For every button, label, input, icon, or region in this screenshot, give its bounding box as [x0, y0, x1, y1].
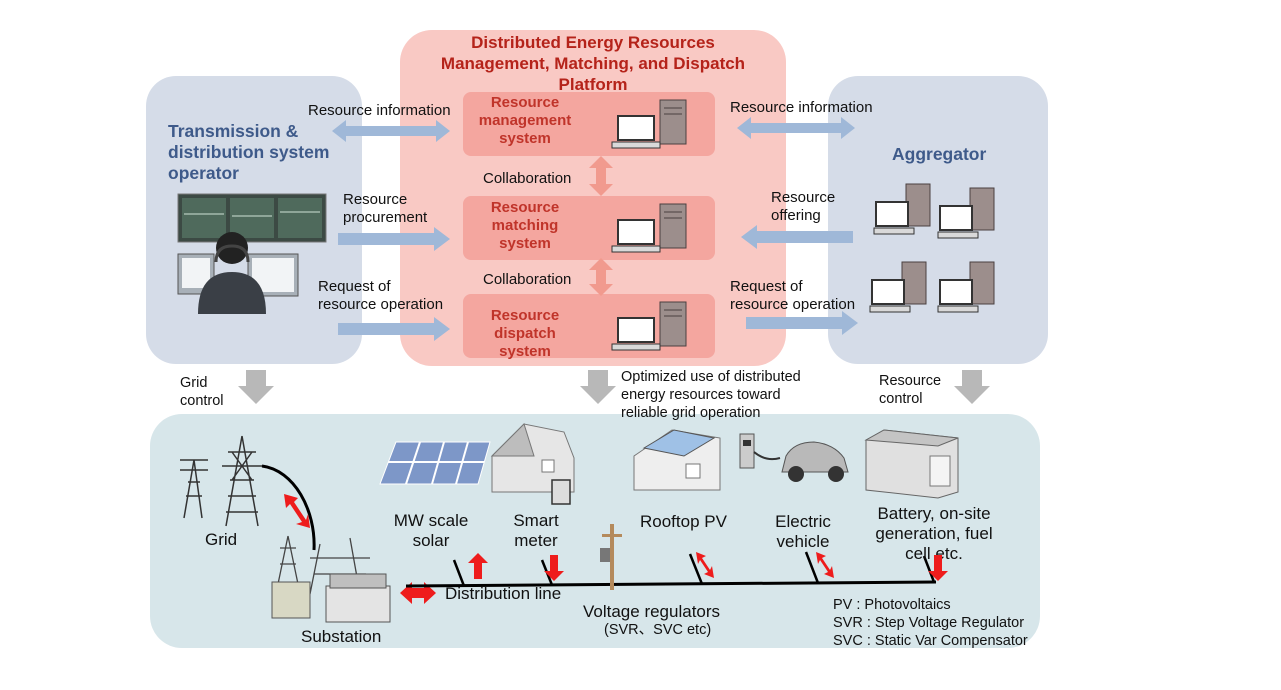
computer-icon [611, 203, 687, 253]
legend-svr: SVR : Step Voltage Regulator [833, 615, 1025, 631]
collaboration-label-1: Collaboration [483, 170, 572, 187]
left-request-operation-arrow [338, 317, 450, 341]
transmission-tower-icon [180, 435, 316, 551]
operator-illustration [177, 193, 327, 314]
rooftop-pv-red-arrow [696, 552, 714, 578]
solar-red-arrow [468, 553, 488, 579]
legend-pv: PV : Photovoltaics [833, 597, 951, 613]
substation-icon [271, 535, 391, 623]
center-note: Optimized use of distributed energy reso… [621, 369, 801, 421]
computer-icon [611, 99, 687, 149]
matching-system-box: Resource matching system [463, 196, 715, 260]
battery-red-arrow [928, 555, 948, 581]
left-resource-information-arrow [332, 120, 450, 142]
aggregator-panel [828, 76, 1048, 364]
right-resource-information-arrow [737, 117, 855, 139]
management-system-title: Resource management system [478, 94, 572, 147]
left-resource-information-label: Resource information [308, 102, 451, 119]
right-request-operation-label: Request of resource operation [730, 278, 856, 313]
resource-procurement-label: Resource procurement [343, 191, 428, 226]
rooftop-pv-label: Rooftop PV [640, 512, 727, 531]
left-request-operation-label: Request of resource operation [318, 278, 444, 313]
matching-system-title: Resource matching system [490, 199, 560, 252]
aggregator-title: Aggregator [892, 144, 987, 164]
center-down-arrow [580, 370, 616, 404]
electric-vehicle-icon [739, 433, 849, 482]
aggregator-computers [869, 183, 995, 313]
house-icon [490, 423, 575, 505]
distribution-line-label: Distribution line [445, 584, 562, 603]
substation-red-arrow [400, 582, 436, 604]
legend-svc: SVC : Static Var Compensator [833, 633, 1028, 649]
resource-control-arrow [954, 370, 990, 404]
collaboration-label-2: Collaboration [483, 271, 572, 288]
solar-panel-icon [379, 441, 491, 485]
smart-meter-label: Smart meter [513, 511, 559, 550]
platform-title: Distributed Energy Resources Management,… [440, 33, 746, 94]
resource-offering-arrow [741, 225, 853, 249]
voltage-regulator-pole-icon [600, 524, 622, 590]
resource-offering-label: Resource offering [771, 189, 836, 224]
substation-label: Substation [301, 627, 382, 646]
collaboration-arrow-1 [589, 156, 613, 196]
smart-meter-red-arrow [544, 555, 564, 581]
ev-red-arrow [816, 552, 834, 578]
grid-label: Grid [205, 530, 238, 549]
mw-solar-label: MW scale solar [393, 511, 469, 550]
ev-label: Electric vehicle [775, 512, 831, 551]
voltage-regulators-sub-label: (SVR、SVC etc) [604, 622, 712, 638]
resource-procurement-arrow [338, 227, 450, 251]
voltage-regulators-label: Voltage regulators [583, 602, 721, 621]
battery-icon [864, 429, 959, 499]
grid-control-arrow [238, 370, 274, 404]
operator-title: Transmission & distribution system opera… [168, 121, 330, 183]
right-request-operation-arrow [746, 311, 858, 335]
right-resource-information-label: Resource information [730, 99, 873, 116]
rooftop-pv-house-icon [633, 429, 721, 491]
grid-control-label: Grid control [180, 375, 224, 409]
collaboration-arrow-2 [589, 258, 613, 296]
dispatch-system-title: Resource dispatch system [490, 307, 560, 360]
grid-red-arrow [284, 494, 310, 528]
battery-label: Battery, on-site generation, fuel cell e… [875, 504, 993, 563]
resource-control-label: Resource control [879, 373, 942, 407]
computer-icon [611, 301, 687, 351]
